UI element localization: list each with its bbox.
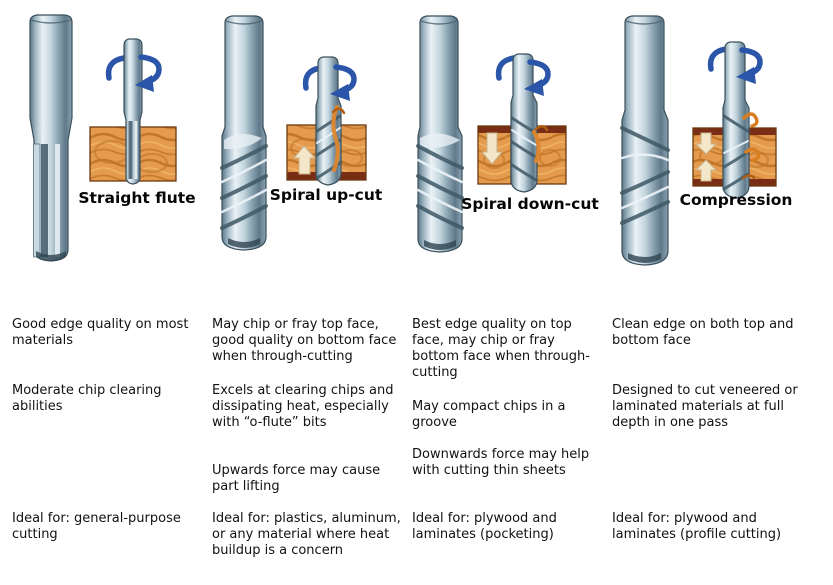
small-router-bit xyxy=(722,41,750,199)
straight-flute-section xyxy=(29,14,177,262)
large-router-bit xyxy=(29,14,73,262)
rotation-arrow-icon xyxy=(524,59,551,96)
description-paragraph: May chip or fray top face, good quality … xyxy=(212,317,397,364)
description-paragraph: Ideal for: plywood and laminates (profil… xyxy=(612,511,782,542)
large-router-bit xyxy=(220,15,268,251)
rotation-arrow-icon xyxy=(135,54,162,92)
description-paragraph: Moderate chip clearing abilities xyxy=(12,383,162,414)
bit-label-compression: Compression xyxy=(679,191,793,209)
rotation-arrow-icon xyxy=(302,65,323,91)
wood-chips-icon xyxy=(331,105,346,172)
small-router-bit xyxy=(315,56,342,186)
description-paragraph: Downwards force may help with cutting th… xyxy=(412,447,590,478)
spiral-up-cut-section xyxy=(220,15,367,251)
up-arrow-icon xyxy=(694,159,718,182)
spiral-down-cut-section xyxy=(416,15,567,253)
rotation-arrow-icon xyxy=(495,55,517,81)
bit-label-straight-flute: Straight flute xyxy=(78,189,196,207)
straight-flute-descriptions: Good edge quality on most materials Mode… xyxy=(12,0,210,585)
rotation-arrow-icon xyxy=(736,47,763,84)
small-router-bit xyxy=(123,38,143,185)
description-paragraph: May compact chips in a groove xyxy=(412,399,566,430)
rotation-arrow-icon xyxy=(105,55,127,81)
down-arrow-icon xyxy=(480,132,504,165)
description-paragraph: Designed to cut veneered or laminated ma… xyxy=(612,383,798,430)
bit-label-spiral-up-cut: Spiral up-cut xyxy=(269,186,383,204)
bit-label-spiral-down-cut: Spiral down-cut xyxy=(461,195,599,213)
laminate-top-edge xyxy=(534,126,566,133)
rotation-arrow-icon xyxy=(707,46,729,72)
wood-chips-icon xyxy=(741,112,761,180)
description-paragraph: Best edge quality on top face, may chip … xyxy=(412,317,590,380)
large-router-bit xyxy=(416,15,464,253)
laminate-top-edge xyxy=(478,126,511,133)
spiral-down-cut-descriptions: Best edge quality on top face, may chip … xyxy=(412,0,602,585)
description-paragraph: Ideal for: plywood and laminates (pocket… xyxy=(412,511,557,542)
rotation-arrow-icon xyxy=(330,64,357,101)
description-paragraph: Upwards force may cause part lifting xyxy=(212,463,381,494)
large-router-bit xyxy=(620,15,670,266)
description-paragraph: Clean edge on both top and bottom face xyxy=(612,317,794,348)
description-paragraph: Ideal for: general-purpose cutting xyxy=(12,511,181,542)
description-paragraph: Good edge quality on most materials xyxy=(12,317,189,348)
illustration-canvas xyxy=(29,14,777,266)
description-paragraph: Excels at clearing chips and dissipating… xyxy=(212,383,394,430)
down-arrow-icon xyxy=(694,132,718,155)
up-arrow-icon xyxy=(292,145,317,175)
description-paragraph: Ideal for: plastics, aluminum, or any ma… xyxy=(212,511,401,558)
wood-chips-icon xyxy=(532,125,549,163)
compression-descriptions: Clean edge on both top and bottom face D… xyxy=(612,0,818,585)
spiral-up-cut-descriptions: May chip or fray top face, good quality … xyxy=(212,0,408,585)
compression-section xyxy=(620,15,777,266)
